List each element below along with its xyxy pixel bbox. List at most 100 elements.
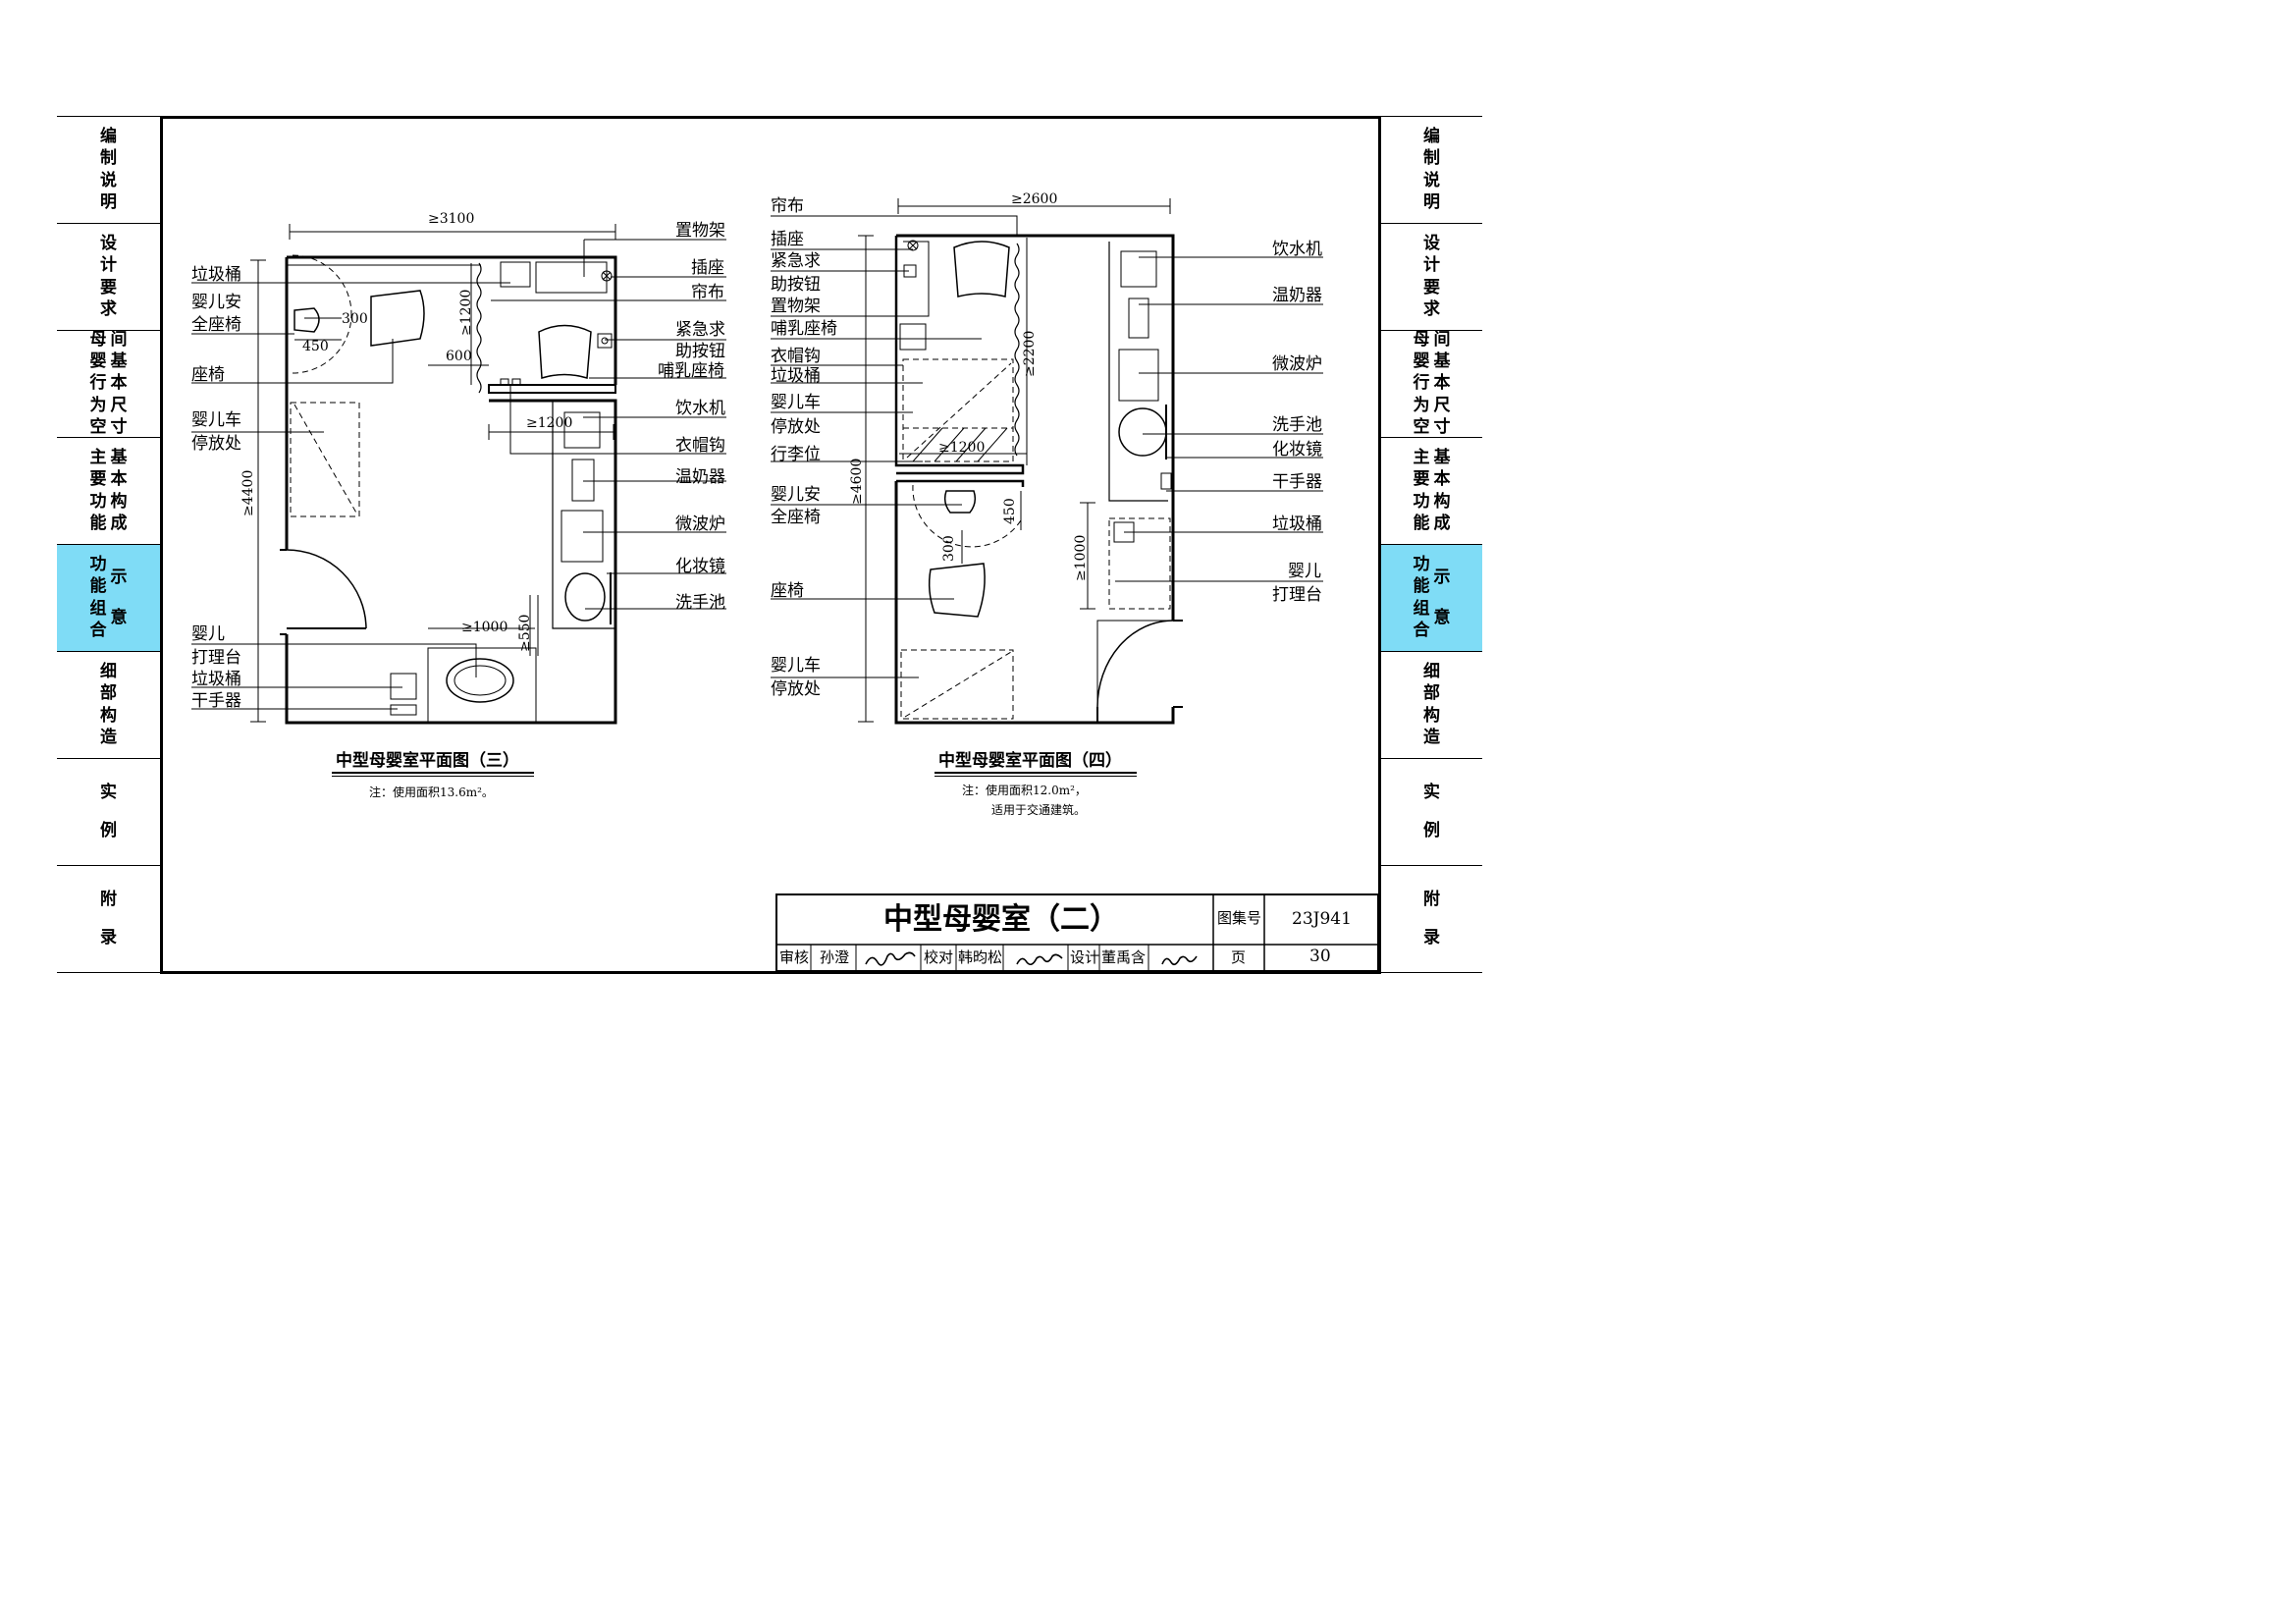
left-tab-shili[interactable]: 实例	[57, 758, 160, 865]
p3-label-stroller-1: 婴儿车	[191, 410, 241, 430]
p3-label-microwave: 微波炉	[675, 514, 725, 534]
left-tab-gongneng-zuhe[interactable]: 功能组合示意	[57, 544, 160, 651]
right-tab-gongneng-zuhe[interactable]: 功能组合示意	[1381, 544, 1482, 651]
plan-three-caption-underline	[332, 772, 534, 774]
right-tab-jiben-chicun[interactable]: 母婴行为空间基本尺寸	[1381, 330, 1482, 437]
p3-label-nursing-chair: 哺乳座椅	[658, 361, 724, 381]
right-tab-divider	[1381, 972, 1482, 973]
p4-label-luggage: 行李位	[771, 445, 821, 464]
reviewer-name: 孙澄	[820, 948, 850, 966]
right-tab-fulu[interactable]: 附录	[1381, 865, 1482, 972]
plan-four-note-1: 注：使用面积12.0m²，	[962, 784, 1087, 797]
p3-label-basin: 洗手池	[675, 593, 725, 613]
right-tab-bianzhi[interactable]: 编制说明	[1381, 116, 1482, 223]
p4-label-emergency-2: 助按钮	[771, 275, 821, 295]
right-tab-shili[interactable]: 实例	[1381, 758, 1482, 865]
design-label: 设计	[1070, 948, 1100, 966]
side-tab-label: 主要功能基本构成	[89, 448, 128, 533]
side-tab-label: 细部构造	[1423, 662, 1440, 747]
p4-label-nursing-chair: 哺乳座椅	[771, 319, 837, 339]
left-tab-bianzhi[interactable]: 编制说明	[57, 116, 160, 223]
plan-four-caption-underline-thin	[934, 776, 1137, 777]
p4-label-baby-seat-2: 全座椅	[771, 508, 821, 527]
p3-label-socket: 插座	[691, 258, 724, 278]
left-tab-sheji[interactable]: 设计要求	[57, 223, 160, 330]
p3-label-stroller-2: 停放处	[191, 434, 241, 454]
p3-label-trash-top: 垃圾桶	[191, 265, 241, 285]
p4-label-trash: 垃圾桶	[1272, 514, 1322, 534]
p3-label-warmer: 温奶器	[675, 467, 725, 487]
p3-label-baby-seat-2: 全座椅	[191, 315, 241, 335]
designer-name: 董禹含	[1101, 948, 1147, 966]
right-tab-divider	[1381, 865, 1482, 866]
plan-four-drawing	[771, 198, 1323, 725]
checker-name: 韩昀松	[958, 948, 1003, 966]
p4-label-socket: 插座	[771, 230, 804, 249]
page-label: 页	[1231, 948, 1247, 966]
drawing-sheet: 编制说明设计要求母婴行为空间基本尺寸主要功能基本构成功能组合示意细部构造实例附录…	[0, 0, 1532, 1084]
review-label: 审核	[779, 948, 810, 966]
p3-dim-1200-h: ≥1200	[526, 415, 573, 431]
atlas-number: 23J941	[1292, 909, 1352, 929]
p4-dim-1200: ≥1200	[938, 440, 986, 456]
p4-dim-width: ≥2600	[1011, 191, 1058, 207]
right-tab-divider	[1381, 437, 1482, 438]
side-tab-label: 实例	[100, 783, 117, 840]
p4-label-changing: 打理台	[1272, 585, 1322, 605]
side-tab-label: 附录	[100, 890, 117, 947]
plan-three-drawing	[191, 224, 726, 725]
p4-label-stroller-2: 停放处	[771, 679, 821, 699]
left-tab-fulu[interactable]: 附录	[57, 865, 160, 972]
left-tab-jiben-goucheng[interactable]: 主要功能基本构成	[57, 437, 160, 544]
right-tab-divider	[1381, 758, 1482, 759]
right-tab-divider	[1381, 651, 1482, 652]
side-tab-label: 细部构造	[100, 662, 117, 747]
p4-label-microwave: 微波炉	[1272, 354, 1322, 374]
right-tab-xibu[interactable]: 细部构造	[1381, 651, 1482, 758]
p4-label-baby: 婴儿	[1288, 562, 1321, 581]
drawing-frame	[160, 116, 1381, 974]
p3-label-mirror: 化妆镜	[675, 557, 725, 576]
left-tab-divider	[57, 651, 160, 652]
plan-three-caption-underline-thin	[332, 776, 534, 777]
p3-label-changing: 打理台	[191, 648, 241, 668]
title-block-title: 中型母婴室（二）	[883, 902, 1119, 937]
title-block-grid	[775, 893, 1379, 972]
p4-label-dryer: 干手器	[1272, 472, 1322, 492]
p3-dim-450: 450	[302, 339, 329, 354]
p4-label-water: 饮水机	[1272, 240, 1322, 259]
left-tab-divider	[57, 223, 160, 224]
p3-label-emergency-1: 紧急求	[675, 320, 725, 340]
side-tab-label: 主要功能基本构成	[1413, 448, 1451, 533]
right-tab-divider	[1381, 330, 1482, 331]
side-tab-label: 编制说明	[1423, 127, 1440, 212]
plan-four-note-2: 适用于交通建筑。	[991, 803, 1087, 817]
p3-dim-width: ≥3100	[428, 211, 475, 227]
right-tab-sheji[interactable]: 设计要求	[1381, 223, 1482, 330]
p4-label-hook: 衣帽钩	[771, 347, 821, 366]
p3-label-baby: 婴儿	[191, 624, 225, 644]
p3-label-hand-dryer: 干手器	[191, 691, 241, 711]
right-tab-divider	[1381, 544, 1482, 545]
side-tab-label: 附录	[1423, 890, 1440, 947]
p3-label-seat: 座椅	[191, 365, 225, 385]
plan-four-caption: 中型母婴室平面图（四）	[938, 751, 1122, 771]
p4-label-stroller-top-1: 婴儿车	[771, 393, 821, 412]
plan-four-caption-underline	[934, 772, 1137, 774]
p3-label-water: 饮水机	[675, 399, 725, 418]
right-tab-jiben-goucheng[interactable]: 主要功能基本构成	[1381, 437, 1482, 544]
left-tab-divider	[57, 437, 160, 438]
p3-label-hook: 衣帽钩	[675, 436, 725, 456]
left-tab-divider	[57, 865, 160, 866]
side-tab-label: 设计要求	[1423, 234, 1440, 319]
left-tab-jiben-chicun[interactable]: 母婴行为空间基本尺寸	[57, 330, 160, 437]
plan-three-note: 注：使用面积13.6m²。	[369, 785, 494, 799]
left-tab-xibu[interactable]: 细部构造	[57, 651, 160, 758]
p3-label-curtain: 帘布	[691, 283, 724, 302]
side-tab-label: 母婴行为空间基本尺寸	[89, 330, 128, 437]
left-tab-divider	[57, 758, 160, 759]
p4-label-stroller-top-2: 停放处	[771, 417, 821, 437]
p3-dim-300: 300	[342, 311, 368, 327]
check-label: 校对	[924, 948, 954, 966]
side-tab-label: 母婴行为空间基本尺寸	[1413, 330, 1451, 437]
